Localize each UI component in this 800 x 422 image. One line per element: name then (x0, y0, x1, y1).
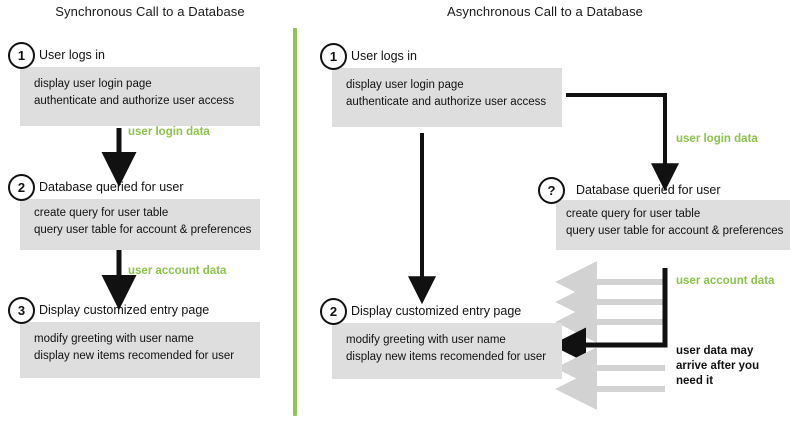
left-step-2-line-1: create query for user table (34, 207, 169, 219)
left-panel-title: Synchronous Call to a Database (55, 4, 245, 19)
left-step-3-line-2: display new items recomended for user (34, 350, 235, 362)
right-step-database-heading: Database queried for user (576, 183, 721, 197)
right-arrow-login-data-elbow (566, 93, 679, 192)
right-async-note-line-2: arrive after you (676, 360, 760, 372)
left-step-3-box: modify greeting with user name display n… (20, 322, 260, 378)
right-step-1-line-2: authenticate and authorize user access (346, 96, 547, 108)
right-step-1-line-1: display user login page (346, 79, 464, 91)
left-step-1-line-1: display user login page (34, 78, 152, 90)
left-step-1-line-2: authenticate and authorize user access (34, 95, 235, 107)
right-flow-label-account-data: user account data (676, 275, 775, 287)
right-async-return-arrows-gray-lower (555, 347, 665, 410)
left-step-2-badge: 2 (8, 174, 35, 201)
right-step-2-line-2: display new items recomended for user (346, 351, 547, 363)
right-step-database-line-1: create query for user table (566, 208, 701, 220)
left-flow-label-login-data: user login data (128, 126, 210, 138)
left-step-1-box: display user login page authenticate and… (20, 67, 260, 126)
right-async-return-arrows-gray-upper (555, 261, 665, 343)
right-step-1-badge: 1 (320, 43, 347, 70)
right-step-database-line-2: query user table for account & preferenc… (566, 225, 784, 237)
right-step-2-line-1: modify greeting with user name (346, 334, 506, 346)
right-step-1-heading: User logs in (351, 49, 417, 63)
right-step-2-box: modify greeting with user name display n… (332, 323, 562, 379)
left-step-1-heading: User logs in (39, 48, 105, 62)
left-step-2-line-2: query user table for account & preferenc… (34, 224, 252, 236)
left-step-3-badge: 3 (8, 297, 35, 324)
right-async-return-arrow-black (551, 268, 668, 363)
left-step-2-heading: Database queried for user (39, 180, 184, 194)
left-step-3-heading: Display customized entry page (39, 303, 210, 317)
left-step-1-badge: 1 (8, 42, 35, 69)
right-step-database-box: create query for user table query user t… (556, 200, 790, 250)
left-flow-label-account-data: user account data (128, 265, 227, 277)
right-step-2-heading: Display customized entry page (351, 304, 522, 318)
right-panel-title: Asynchronous Call to a Database (446, 4, 644, 19)
right-step-2-badge: 2 (320, 298, 347, 325)
right-async-note-line-3: need it (676, 375, 714, 387)
panel-divider (293, 28, 297, 416)
right-step-1-box: display user login page authenticate and… (332, 68, 562, 127)
left-step-2-box: create query for user table query user t… (20, 199, 260, 250)
right-async-note: user data may arrive after you need it (676, 344, 759, 389)
right-async-note-line-1: user data may (676, 345, 754, 357)
right-flow-label-login-data: user login data (676, 133, 758, 145)
left-step-3-line-1: modify greeting with user name (34, 333, 194, 345)
right-step-database-badge: ? (538, 177, 565, 204)
